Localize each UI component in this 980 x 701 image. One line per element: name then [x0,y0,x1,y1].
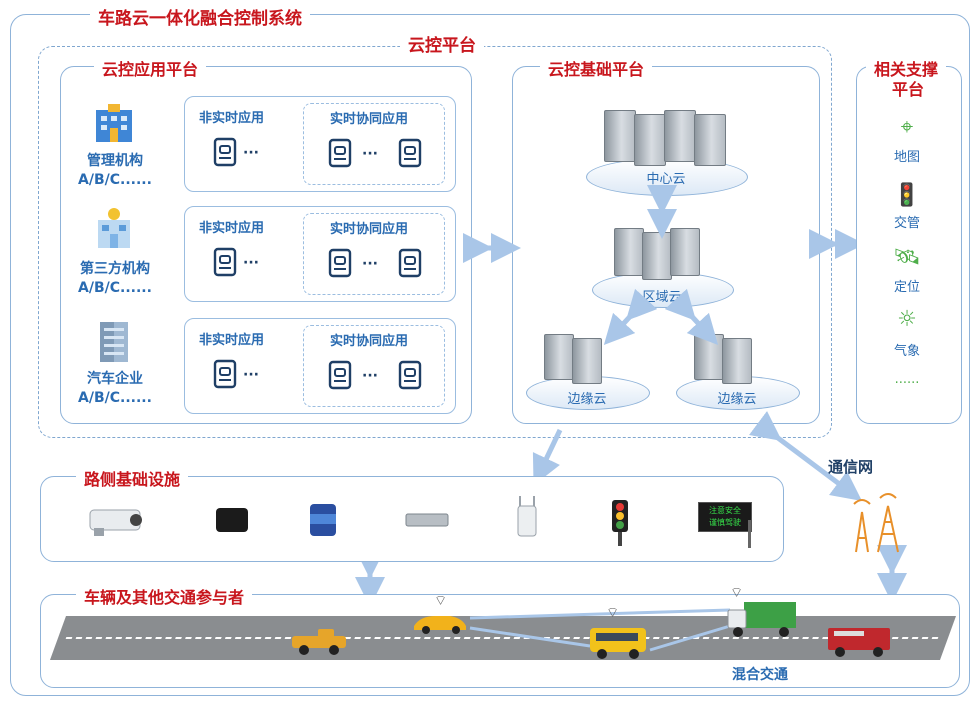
realtime-box: 实时协同应用 ··· [303,325,445,407]
automaker-building-icon [100,322,128,362]
vehicles-title: 车辆及其他交通参与者 [76,584,253,608]
document-icon [398,248,422,278]
non-realtime-label: 非实时应用 [199,221,265,236]
fire-truck-icon [828,628,890,657]
region-edge-right-arrow [664,288,719,346]
support-platform-panel [856,66,962,424]
realtime-label: 实时协同应用 [330,334,409,349]
document-icon [213,137,237,167]
document-icon [328,138,352,168]
ellipsis: ··· [243,255,259,271]
server-icon [722,338,752,384]
app-row-box: 非实时应用 ··· 实时协同应用 ··· [184,206,456,302]
map-pin-icon: ⌖ [900,115,914,140]
realtime-box: 实时协同应用 ··· [303,213,445,295]
ellipsis: ··· [243,145,259,161]
base-platform-title: 云控基础平台 [540,56,653,80]
satellite-icon: 🛰 [893,245,921,270]
system-title: 车路云一体化融合控制系统 [90,4,310,29]
app-platform-title: 云控应用平台 [94,56,207,80]
radar-unit-icon [216,508,248,532]
document-icon [213,247,237,277]
network-label: 通信网 [828,458,874,476]
document-icon [213,359,237,389]
camera-icon [89,509,142,536]
document-icon [398,360,422,390]
realtime-label: 实时协同应用 [330,222,409,237]
edge-cloud-left-label: 边缘云 [567,392,607,407]
server-icon [694,114,726,166]
wifi-icon: ⌔ [606,605,620,621]
non-realtime-label: 非实时应用 [199,333,265,348]
server-icon [642,232,672,280]
signboard-pole [748,520,751,548]
document-icon [398,138,422,168]
server-icon [614,228,644,276]
support-item-positioning: 定位 [893,280,920,295]
server-icon [604,110,636,162]
non-realtime-label: 非实时应用 [199,111,265,126]
support-title-line2: 平台 [891,80,924,99]
ellipsis: ··· [362,256,378,272]
ellipsis: ··· [362,146,378,162]
server-icon [572,338,602,384]
wifi-icon: ⌔ [434,593,448,609]
document-icon [328,248,352,278]
support-item-weather: 气象 [893,344,920,359]
rsu-box-icon [405,513,449,527]
support-item-map: 地图 [893,150,920,165]
traffic-light-icon: 🚦 [893,183,921,208]
realtime-label: 实时协同应用 [330,112,409,127]
realtime-box: 实时协同应用 ··· [303,103,445,185]
ellipsis: ··· [243,367,259,383]
support-more: ...... [894,372,920,387]
school-bus-icon [590,628,646,659]
roadside-title: 路侧基础设施 [76,466,189,490]
edge-cloud-right-label: 边缘云 [717,392,757,407]
sign-text-line2: 谨慎驾驶 [709,518,741,527]
yellow-pickup-icon [292,629,346,655]
lidar-icon [310,504,336,536]
support-item-traffic: 交管 [893,216,920,231]
sign-text-line1: 注意安全 [709,506,741,515]
center-cloud-label: 中心云 [646,172,686,187]
org-sub-management: A/B/C...... [78,172,152,188]
government-building-icon [96,104,132,142]
sun-icon: ☼ [897,307,917,332]
mixed-traffic-label: 混合交通 [732,667,788,683]
app-row-box: 非实时应用 ··· 实时协同应用 ··· [184,96,456,192]
region-edge-left-arrow [603,288,658,346]
yellow-sedan-icon [414,616,466,634]
green-truck-icon [727,602,796,637]
cloud-network-arrow [749,411,862,501]
traffic-light-pole-icon [612,500,628,546]
antenna-unit-icon [517,496,537,537]
support-title-line1: 相关支撑 [866,56,947,80]
org-name-management: 管理机构 [87,153,143,169]
cloud-roadside-arrow [532,428,563,486]
ellipsis: ··· [362,368,378,384]
document-icon [328,360,352,390]
server-icon [664,110,696,162]
signboard-icon: 注意安全 谨慎驾驶 [698,502,752,532]
wifi-icon: ⌔ [730,585,744,601]
third-party-building-icon [98,208,130,248]
org-name-automaker: 汽车企业 [87,371,143,387]
org-sub-third-party: A/B/C...... [78,280,152,296]
cloud-platform-title: 云控平台 [400,31,484,56]
org-name-third-party: 第三方机构 [80,261,150,277]
app-row-box: 非实时应用 ··· 实时协同应用 ··· [184,318,456,414]
org-sub-automaker: A/B/C...... [78,390,152,406]
cell-tower-icon [853,493,899,553]
